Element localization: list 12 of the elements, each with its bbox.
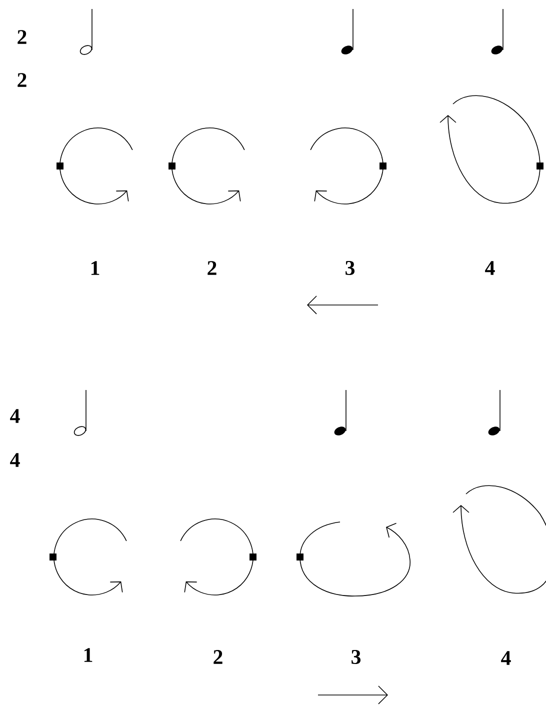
time-signature-digit: 4 (10, 409, 20, 423)
beat-number: 4 (485, 261, 495, 275)
time-signature-digit: 4 (10, 453, 20, 467)
beat-number: 3 (352, 650, 361, 664)
time-signature-digit: 2 (18, 73, 26, 87)
beat-number: 2 (208, 261, 216, 275)
beat-number: 1 (91, 261, 100, 275)
beat-number: 3 (346, 260, 355, 276)
beat-number: 4 (501, 651, 511, 665)
time-signature-digit: 2 (18, 30, 26, 44)
beat-number: 1 (84, 648, 92, 662)
beat-number: 2 (214, 650, 222, 664)
